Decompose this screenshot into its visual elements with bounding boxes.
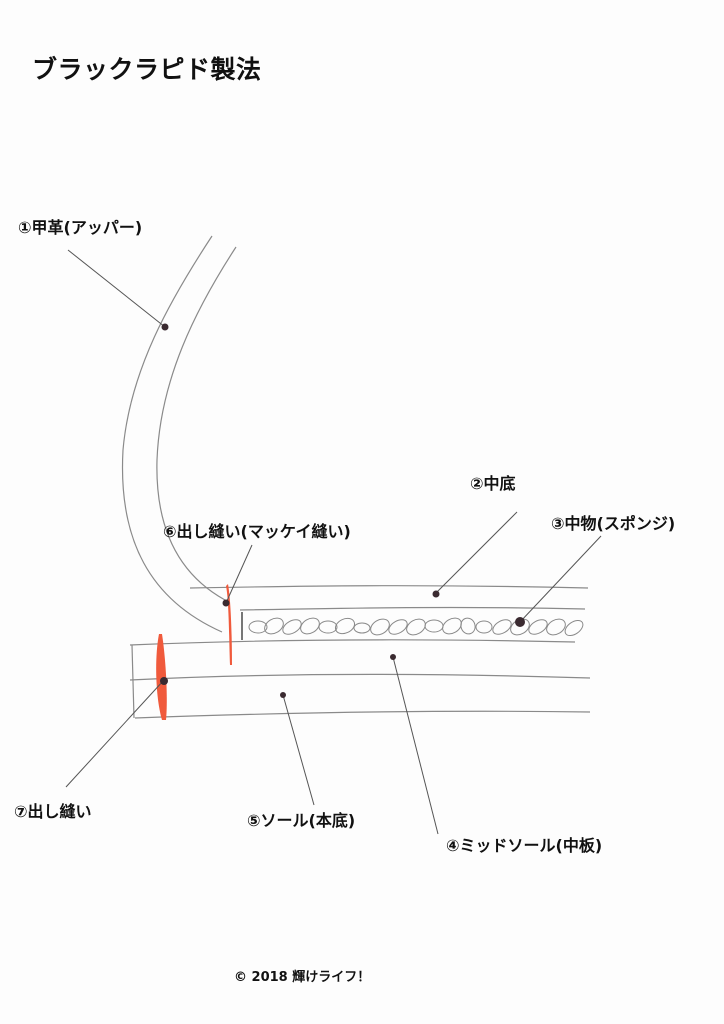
- upper-outer-line: [121, 235, 223, 633]
- copyright-text: © 2018 輝けライフ！: [234, 970, 371, 985]
- pin-filler: [515, 617, 525, 627]
- leader-upper: [67, 249, 166, 328]
- label-upper: ①甲革(アッパー): [18, 218, 143, 237]
- sole-left-edge: [131, 644, 135, 719]
- leader-mckay: [225, 544, 253, 604]
- label-insole: ②中底: [470, 474, 516, 493]
- pin-mckay: [222, 599, 230, 607]
- insole-top-line: [189, 585, 589, 589]
- outsole-stitch-mark: [156, 634, 167, 720]
- leader-outsole-stitch: [65, 679, 165, 788]
- pin-insole: [432, 590, 440, 598]
- diagram-title: ブラックラピド製法: [32, 55, 262, 84]
- pin-midsole: [390, 654, 396, 660]
- sole-bottom-line: [134, 710, 591, 719]
- mckay-stitch-mark: [226, 584, 232, 665]
- leader-sole: [282, 694, 315, 806]
- sponge-loops: [248, 617, 584, 637]
- label-mckay-stitch: ⑥出し縫い(マッケイ縫い): [163, 522, 351, 541]
- leader-filler: [519, 535, 602, 623]
- pin-outsole-stitch: [160, 677, 168, 685]
- label-midsole: ④ミッドソール(中板): [446, 836, 603, 855]
- pin-upper: [161, 323, 169, 331]
- upper-inner-line: [156, 246, 237, 601]
- midsole-top-line: [129, 639, 576, 646]
- label-filler: ③中物(スポンジ): [551, 514, 676, 533]
- insole-bottom-line: [239, 606, 586, 611]
- pin-sole: [280, 692, 286, 698]
- leader-insole: [435, 511, 518, 594]
- label-outsole-stitch: ⑦出し縫い: [14, 802, 92, 821]
- label-sole: ⑤ソール(本底): [247, 811, 356, 830]
- sole-top-line: [129, 673, 591, 681]
- leader-midsole: [392, 656, 439, 835]
